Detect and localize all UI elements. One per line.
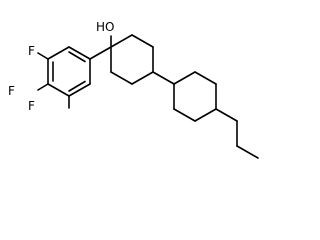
bond: [194, 71, 217, 85]
bond: [47, 83, 70, 97]
hydroxyl-label: HO: [96, 20, 114, 34]
double-bond-inner: [68, 80, 86, 92]
fluorine-bonds: [37, 52, 70, 109]
bond: [68, 83, 91, 97]
bond: [173, 108, 196, 122]
chemical-structure-diagram: F F F HO: [8, 20, 259, 159]
bond: [89, 46, 112, 60]
bond: [37, 52, 49, 60]
double-bond-inner: [68, 51, 86, 63]
bond: [110, 71, 133, 85]
propyl-chain: [215, 108, 259, 159]
bond: [236, 145, 259, 159]
bond: [37, 83, 49, 91]
bond: [152, 71, 175, 85]
bond: [110, 34, 133, 48]
bond: [68, 46, 91, 60]
bond: [215, 108, 238, 122]
bond: [194, 108, 217, 122]
bond: [173, 71, 196, 85]
fluorine-label-bottom: F: [28, 99, 35, 113]
trifluorophenyl-ring: [47, 46, 91, 97]
bond: [131, 71, 154, 85]
fluorine-label-middle: F: [8, 84, 15, 98]
bond: [47, 46, 70, 60]
fluorine-label-top: F: [28, 44, 35, 58]
cyclohexane-ring-1: [110, 34, 154, 85]
cyclohexane-ring-2: [173, 71, 217, 122]
bond: [131, 34, 154, 48]
